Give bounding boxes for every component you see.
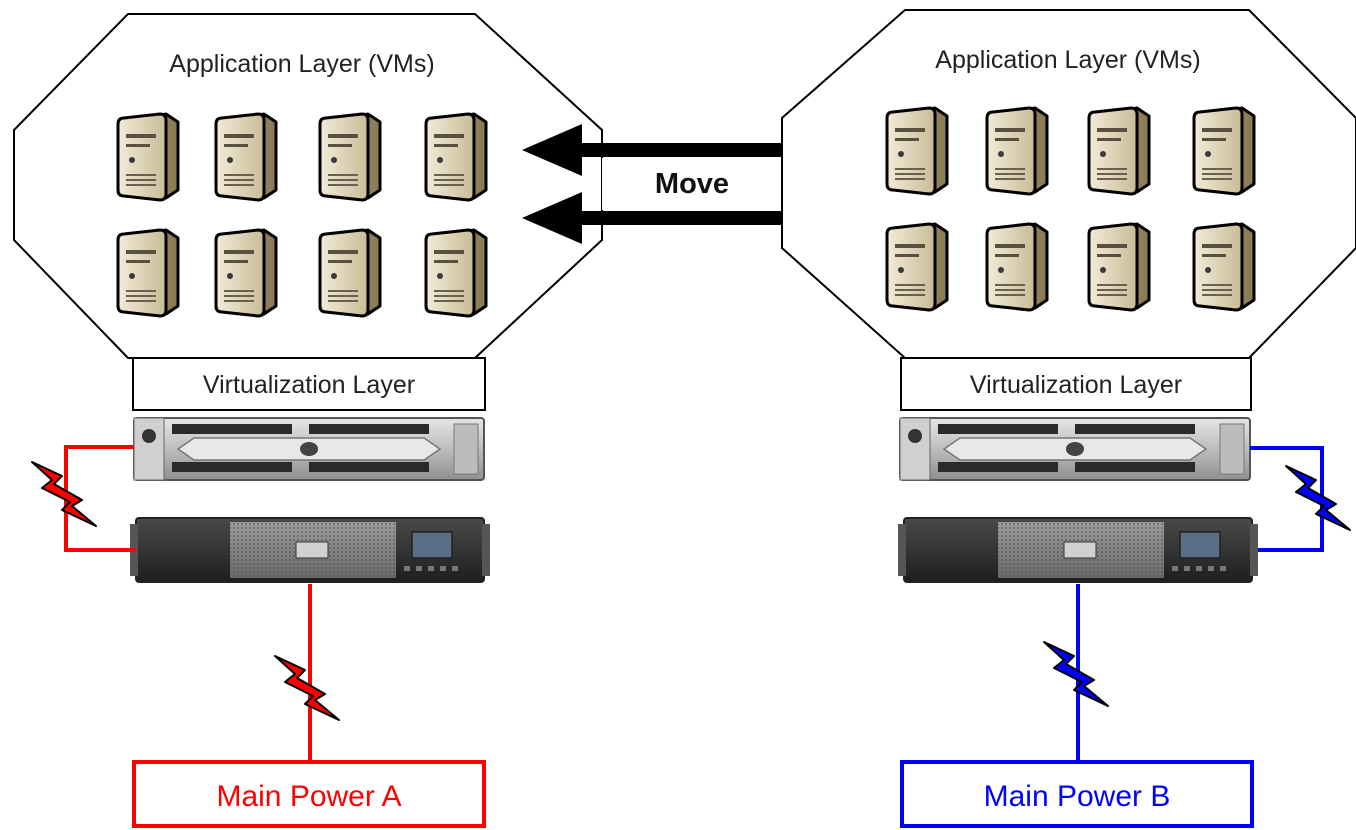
- left-lightning-bolt-icon: [274, 655, 340, 721]
- vm-server-icon: [116, 228, 180, 318]
- vm-server-icon: [885, 222, 949, 312]
- move-label-box: [602, 158, 784, 210]
- vm-server-icon: [424, 228, 488, 318]
- main-power-b-label: Main Power B: [984, 780, 1171, 813]
- right-app-layer-label: Application Layer (VMs): [935, 46, 1200, 74]
- vm-server-icon: [985, 106, 1049, 196]
- main-power-b-box: [900, 760, 1254, 828]
- right-rack-server-icon: [899, 417, 1251, 481]
- move-arrows: Move: [522, 124, 860, 244]
- vm-server-icon: [116, 112, 180, 202]
- move-arrow-top: [522, 124, 860, 176]
- main-power-a-label: Main Power A: [216, 780, 401, 813]
- vm-server-icon: [885, 106, 949, 196]
- vm-server-icon: [1192, 106, 1256, 196]
- right-virt-layer-label: Virtualization Layer: [970, 371, 1182, 399]
- left-site: Application Layer (VMs) Virtualization L…: [13, 13, 603, 828]
- vm-server-icon: [214, 228, 278, 318]
- right-virtualization-layer-box: [900, 357, 1252, 411]
- left-app-layer-label: Application Layer (VMs): [169, 50, 434, 78]
- vm-server-icon: [1087, 106, 1151, 196]
- vm-server-icon: [985, 222, 1049, 312]
- main-power-a-box: [132, 760, 486, 828]
- right-lightning-bolt-icon: [1285, 465, 1351, 531]
- left-virt-layer-label: Virtualization Layer: [203, 371, 415, 399]
- right-site: Application Layer (VMs) Virtualization L…: [781, 9, 1356, 828]
- left-ups-icon: [129, 517, 491, 583]
- left-rack-server-icon: [133, 417, 485, 481]
- vm-server-icon: [318, 228, 382, 318]
- vm-server-icon: [214, 112, 278, 202]
- move-label: Move: [655, 168, 729, 200]
- left-virtualization-layer-box: [132, 357, 486, 411]
- vm-server-icon: [424, 112, 488, 202]
- vm-server-icon: [1087, 222, 1151, 312]
- move-arrow-bottom: [522, 192, 860, 244]
- vm-server-icon: [318, 112, 382, 202]
- vm-server-icon: [1192, 222, 1256, 312]
- right-ups-icon: [897, 517, 1259, 583]
